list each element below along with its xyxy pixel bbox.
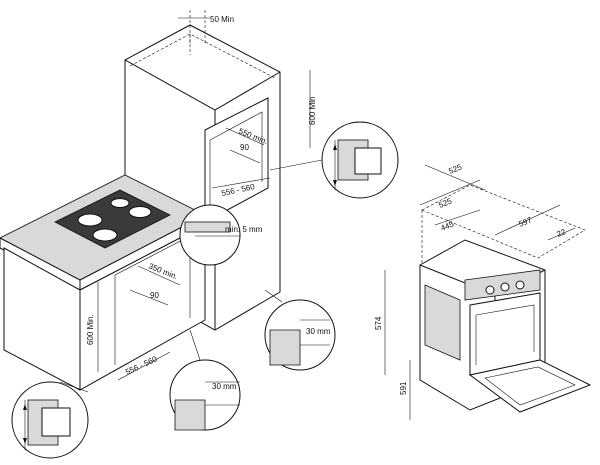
- label-oven-w2: 525: [437, 196, 453, 210]
- label-oven-w3: 445: [439, 219, 455, 233]
- dimension-lines-right: [384, 164, 576, 420]
- label-gap-note: min. 5 mm: [225, 225, 263, 234]
- label-floor-gap-a: 30 mm: [306, 327, 331, 336]
- label-oven-width: 597: [517, 215, 533, 229]
- label-column-height: 600 Min: [308, 97, 317, 125]
- label-oven-front: 22: [555, 227, 567, 239]
- label-oven-h1: 574: [374, 316, 383, 330]
- label-upper-vent: 90: [240, 143, 249, 152]
- base-cabinet-with-hob: [0, 174, 206, 391]
- label-oven-w1: 525: [447, 162, 463, 176]
- label-lower-vent: 90: [150, 291, 159, 300]
- label-top-gap: 50 Min: [210, 15, 234, 24]
- label-lower-height: 600 Min.: [86, 314, 95, 345]
- dimension-lines-left: [97, 70, 311, 381]
- detail-circle-floor-right: [264, 299, 336, 371]
- label-oven-h2: 591: [399, 381, 408, 395]
- detail-circle-top-right: [321, 121, 399, 199]
- leader-lines: [59, 159, 323, 393]
- detail-circle-hob-gap: [179, 204, 241, 266]
- detail-circle-floor-bottom: [169, 359, 241, 431]
- oven-unit: [419, 184, 592, 413]
- detail-circle-bottom-left: [11, 381, 89, 459]
- label-floor-gap-b: 30 mm: [212, 382, 237, 391]
